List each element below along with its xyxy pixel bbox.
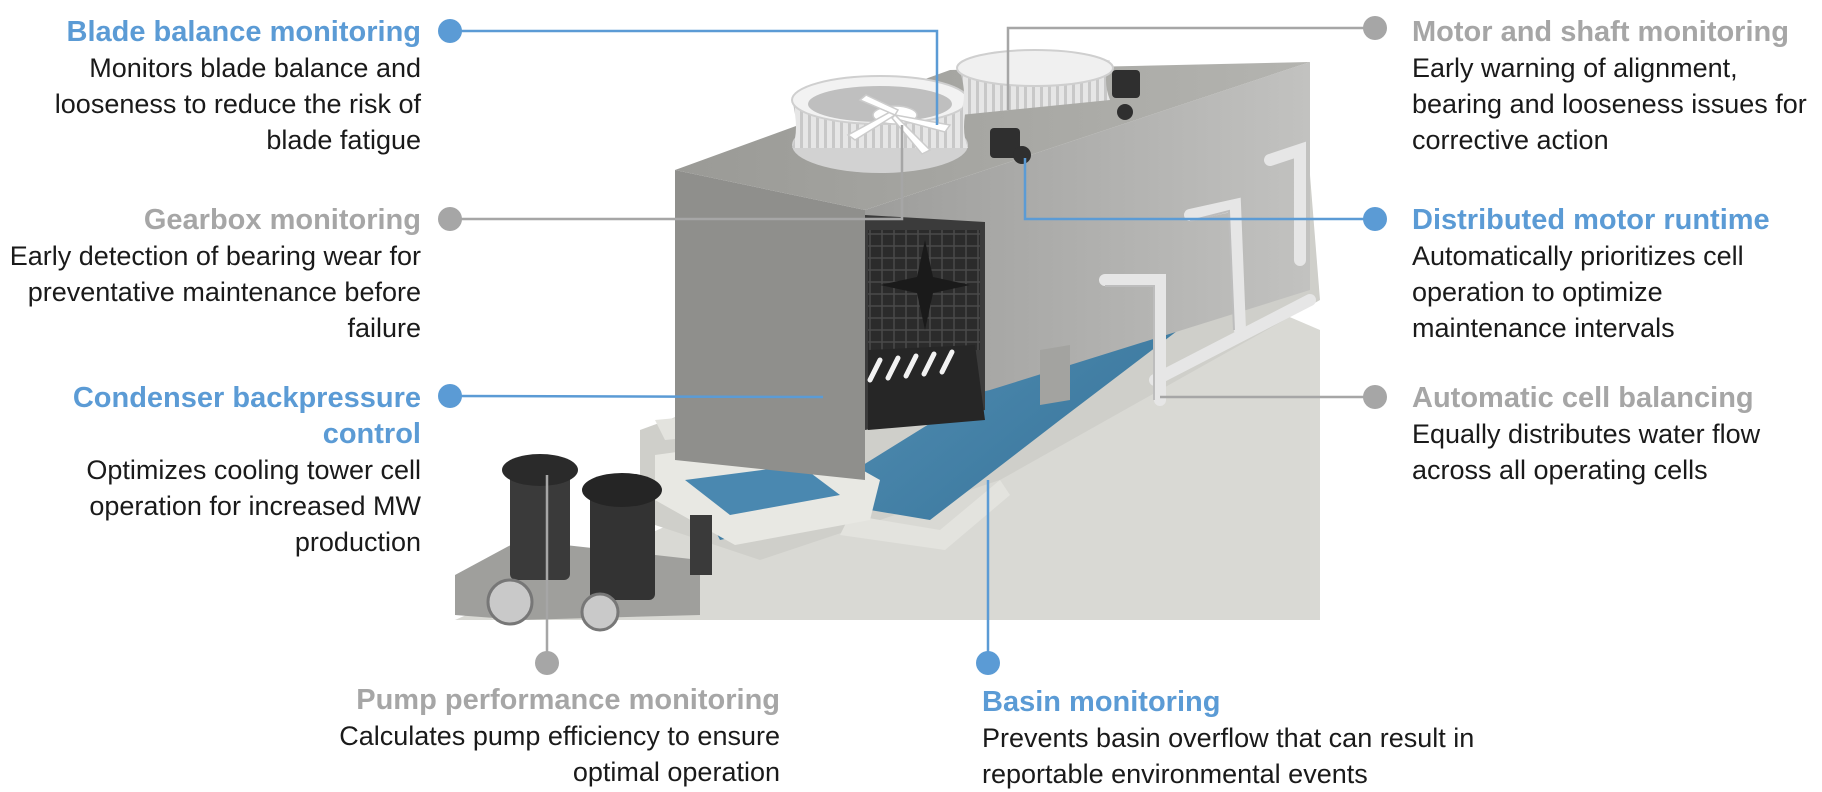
fan-stack-front (791, 75, 969, 173)
callout-title: Basin monitoring (982, 686, 1221, 718)
motor-shaft-leader-line (1006, 26, 1375, 110)
condenser-leader-line (449, 394, 824, 399)
callout-description: Optimizes cooling tower cell operation f… (86, 455, 421, 557)
callout-title: Blade balance monitoring (66, 16, 422, 48)
callout-description: Equally distributes water flow across al… (1412, 419, 1761, 485)
callout-condenser-backpressure: Condenser backpressure control Optimizes… (40, 380, 421, 560)
callout-description: Automatically prioritizes cell operation… (1412, 241, 1744, 343)
callout-title: Gearbox monitoring (143, 204, 421, 236)
motor-shaft-dot (1363, 16, 1387, 40)
callout-description: Early detection of bearing wear for prev… (9, 241, 421, 343)
callout-basin-monitoring: Basin monitoring Prevents basin overflow… (982, 684, 1562, 792)
callout-blade-balance: Blade balance monitoring Monitors blade … (0, 14, 421, 158)
basin-wall (840, 480, 1010, 550)
callout-description: Calculates pump efficiency to ensure opt… (339, 721, 780, 787)
callout-title: Motor and shaft monitoring (1412, 16, 1789, 48)
callout-cell-balancing: Automatic cell balancing Equally distrib… (1412, 380, 1792, 488)
basin-dot (976, 651, 1000, 675)
circulating-pumps (455, 454, 712, 632)
callout-title: Pump performance monitoring (356, 684, 780, 716)
callout-motor-runtime: Distributed motor runtime Automatically … (1412, 202, 1812, 346)
callout-pump-performance: Pump performance monitoring Calculates p… (270, 682, 780, 790)
callout-description: Early warning of alignment, bearing and … (1412, 53, 1807, 155)
pump-dot (535, 651, 559, 675)
blade-dot (438, 19, 462, 43)
callout-title: Condenser backpressure control (72, 382, 421, 450)
distribution-pipes (1099, 141, 1316, 406)
pipe-outlines (1105, 209, 1235, 400)
motor-units (990, 70, 1140, 164)
cell-balancing-dot (1363, 385, 1387, 409)
motor-runtime-leader-line (1023, 158, 1375, 221)
motor-runtime-dot (1363, 207, 1387, 231)
gearbox-leader-line (450, 125, 904, 221)
callout-title: Automatic cell balancing (1412, 382, 1754, 414)
gearbox-dot (438, 207, 462, 231)
callout-motor-shaft: Motor and shaft monitoring Early warning… (1412, 14, 1812, 158)
callout-title: Distributed motor runtime (1412, 204, 1770, 236)
callout-description: Monitors blade balance and looseness to … (54, 53, 421, 155)
blade-leader-line (450, 29, 939, 125)
fan-stack-rear (956, 49, 1114, 115)
callout-gearbox: Gearbox monitoring Early detection of be… (0, 202, 421, 346)
callout-description: Prevents basin overflow that can result … (982, 723, 1475, 789)
tower-body (675, 62, 1310, 480)
condenser-dot (438, 384, 462, 408)
